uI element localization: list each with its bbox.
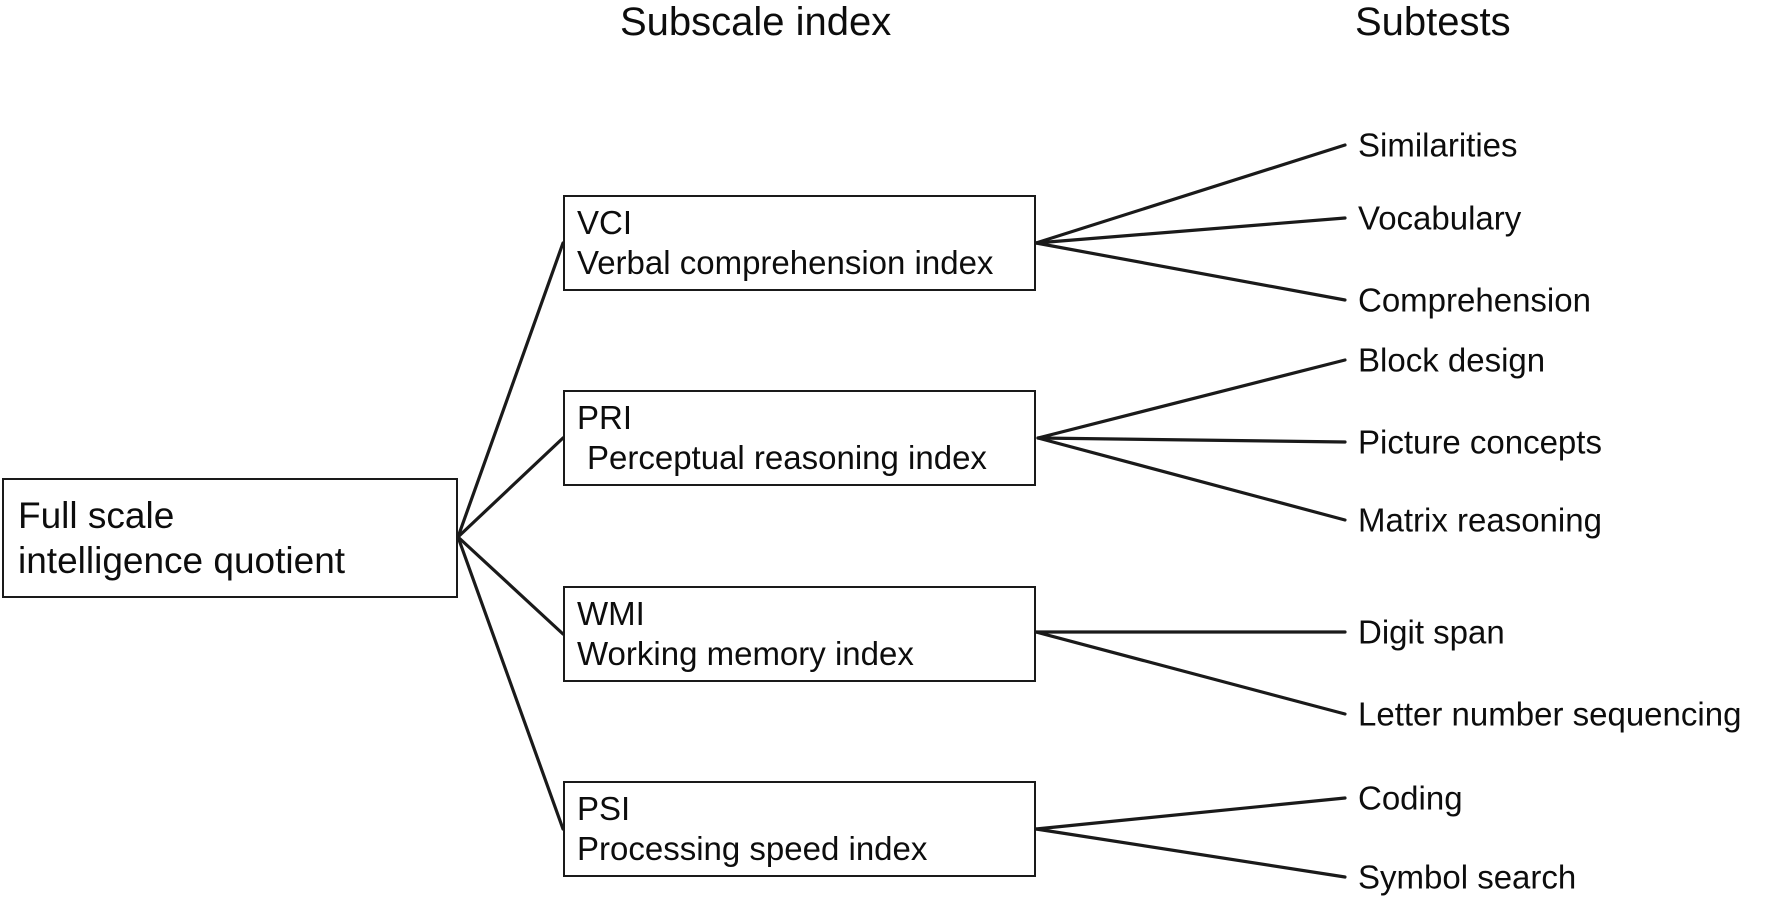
node-wmi[interactable]: WMI Working memory index bbox=[563, 586, 1036, 682]
node-psi[interactable]: PSI Processing speed index bbox=[563, 781, 1036, 877]
node-full-scale-intelligence-quotient[interactable]: Full scale intelligence quotient bbox=[2, 478, 458, 598]
subtest-label-symbol-search: Symbol search bbox=[1358, 858, 1577, 896]
node-pri[interactable]: PRI Perceptual reasoning index bbox=[563, 390, 1036, 486]
node-psi-abbr: PSI bbox=[577, 789, 631, 827]
connector-wmi-to-letter-number-sequencing bbox=[1034, 630, 1347, 716]
connector-pri-to-block-design bbox=[1036, 358, 1347, 440]
column-header-subscale-index: Subscale index bbox=[620, 0, 892, 44]
connector-fsiq-to-vci bbox=[456, 241, 565, 539]
subtest-label-matrix-reasoning: Matrix reasoning bbox=[1358, 501, 1602, 539]
connector-psi-to-coding bbox=[1034, 796, 1347, 831]
connector-fsiq-to-wmi bbox=[456, 535, 565, 636]
subtest-label-vocabulary: Vocabulary bbox=[1358, 199, 1522, 237]
node-pri-name: Perceptual reasoning index bbox=[587, 439, 987, 476]
node-psi-name: Processing speed index bbox=[577, 830, 928, 867]
node-fsiq-line2: intelligence quotient bbox=[18, 540, 346, 581]
connector-pri-to-picture-concepts bbox=[1036, 436, 1347, 444]
connector-vci-to-comprehension bbox=[1034, 241, 1347, 302]
node-vci-name: Verbal comprehension index bbox=[577, 244, 994, 281]
node-wmi-name: Working memory index bbox=[577, 635, 914, 672]
node-vci[interactable]: VCI Verbal comprehension index bbox=[563, 195, 1036, 291]
subtest-label-block-design: Block design bbox=[1358, 341, 1546, 379]
connector-fsiq-to-psi bbox=[456, 535, 565, 831]
node-fsiq-line1: Full scale bbox=[18, 494, 175, 536]
subtest-label-similarities: Similarities bbox=[1358, 126, 1518, 164]
node-pri-abbr: PRI bbox=[577, 398, 633, 436]
subtest-label-coding: Coding bbox=[1358, 779, 1463, 817]
connector-vci-to-vocabulary bbox=[1034, 216, 1347, 245]
connector-pri-to-matrix-reasoning bbox=[1036, 436, 1347, 522]
subtest-label-digit-span: Digit span bbox=[1358, 613, 1505, 651]
subtest-label-picture-concepts: Picture concepts bbox=[1358, 423, 1602, 461]
connector-vci-to-similarities bbox=[1034, 143, 1347, 245]
subtest-label-comprehension: Comprehension bbox=[1358, 281, 1591, 319]
subtest-label-letter-number-sequencing: Letter number sequencing bbox=[1358, 695, 1742, 733]
node-wmi-abbr: WMI bbox=[577, 594, 645, 632]
column-header-subtests: Subtests bbox=[1355, 0, 1511, 44]
connector-fsiq-to-pri bbox=[456, 436, 565, 539]
node-vci-abbr: VCI bbox=[577, 203, 633, 241]
connector-psi-to-symbol-search bbox=[1034, 827, 1347, 879]
